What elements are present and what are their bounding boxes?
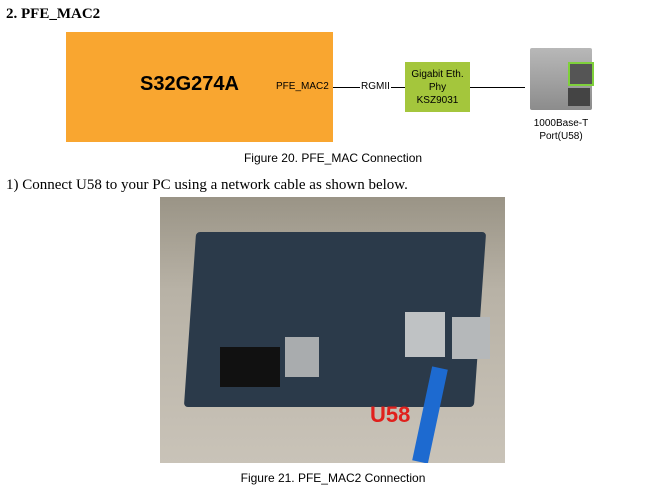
figure-20-caption: Figure 20. PFE_MAC Connection: [243, 151, 423, 165]
phy-line-2: Phy: [428, 81, 447, 93]
rj45-u58: [405, 312, 445, 357]
phy-line-1: Gigabit Eth.: [411, 68, 464, 80]
u58-annotation: U58: [370, 402, 411, 427]
connector: [220, 347, 280, 387]
step-1-text: 1) Connect U58 to your PC using a networ…: [6, 177, 408, 193]
rj45-port: [285, 337, 319, 377]
port-label: 1000Base-T Port(U58): [530, 117, 592, 143]
rj45-port: [452, 317, 490, 359]
rj45-jack: [568, 88, 590, 106]
phy-line-3: KSZ9031: [416, 94, 459, 106]
phy-block: Gigabit Eth. Phy KSZ9031: [405, 62, 470, 112]
port-label-line-2: Port(U58): [539, 131, 583, 142]
rj45-jack-highlighted: [568, 62, 594, 86]
soc-block: [66, 32, 333, 142]
soc-name: S32G274A: [140, 73, 239, 95]
figure-21-caption: Figure 21. PFE_MAC2 Connection: [240, 471, 426, 485]
section-heading: 2. PFE_MAC2: [6, 6, 101, 22]
connector-line: [470, 87, 525, 88]
rgmii-label: RGMII: [360, 81, 391, 92]
mac-label: PFE_MAC2: [276, 81, 329, 92]
port-label-line-1: 1000Base-T: [533, 118, 589, 129]
board-photo: U58: [160, 197, 505, 463]
